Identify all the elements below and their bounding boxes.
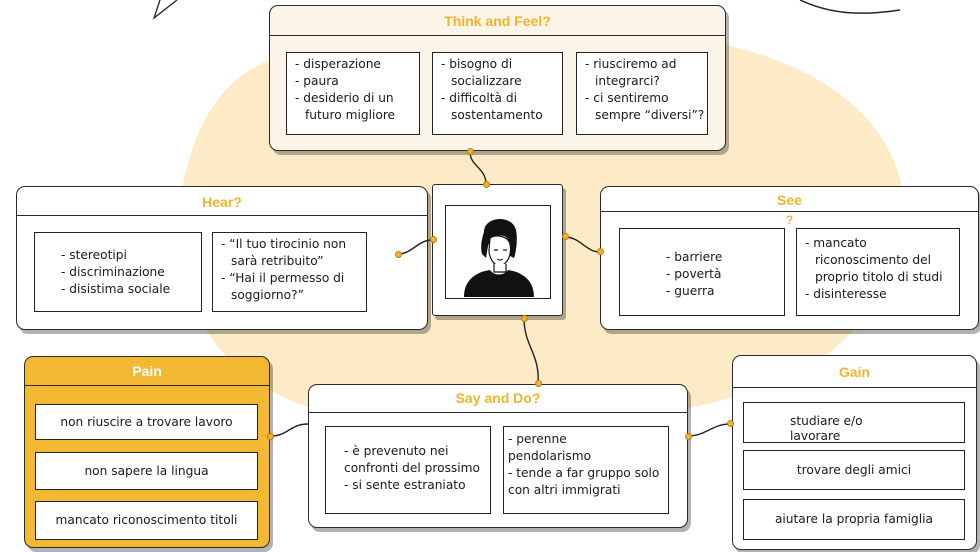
think-line: - disperazione [295, 57, 381, 71]
hear-divider [17, 215, 427, 216]
pain-item-label: mancato riconoscimento titoli [55, 513, 238, 527]
connector-dot [562, 233, 569, 240]
think-box-1: - disperazione - paura - desiderio di un… [286, 52, 420, 135]
gain-item-label: trovare degli amici [796, 463, 912, 477]
pain-item-label: non sapere la lingua [84, 464, 209, 478]
persona-avatar-icon [464, 218, 534, 297]
think-box-3: - riusciremo ad integrarci? - ci sentire… [576, 52, 708, 135]
see-line: proprio titolo di studi [815, 270, 943, 284]
say-box-2: - perenne pendolarismo - tende a far gru… [503, 426, 669, 514]
connector-dot [267, 433, 274, 440]
say-line: - si sente estraniato [344, 478, 466, 492]
say-box-1: - è prevenuto nei confronti del prossimo… [325, 426, 491, 514]
think-line: - desiderio di un [295, 91, 394, 105]
connector-dot [467, 148, 474, 155]
say-line: - perenne [508, 432, 567, 446]
gain-item: studiare e/o lavorare [743, 402, 965, 443]
connector-dot [597, 248, 604, 255]
hear-line: - discriminazione [61, 265, 165, 279]
see-title: See [777, 192, 802, 208]
see-box-2: - mancato riconoscimento del proprio tit… [796, 228, 960, 316]
pain-item: non riuscire a trovare lavoro [35, 404, 258, 440]
gain-item: aiutare la propria famiglia [743, 499, 965, 540]
see-line: riconoscimento del [815, 253, 931, 267]
think-line: integrarci? [595, 74, 660, 88]
connector-dot [395, 251, 402, 258]
see-line: - guerra [666, 284, 715, 298]
hear-box-1: - stereotipi - discriminazione - disisti… [34, 232, 202, 312]
think-line: - riusciremo ad [585, 57, 677, 71]
say-line: pendolarismo [508, 449, 592, 463]
think-line: sempre “diversi”? [595, 108, 705, 122]
pain-divider [25, 385, 269, 386]
say-do-divider [309, 412, 687, 413]
gain-item: trovare degli amici [743, 450, 965, 490]
persona-frame [445, 205, 551, 299]
pain-title: Pain [132, 363, 162, 379]
see-title-mark: ? [785, 213, 794, 227]
hear-line: - “Il tuo tirocinio non [221, 237, 347, 251]
hear-line: soggiorno?” [231, 288, 304, 302]
gain-item-label: lavorare [790, 429, 841, 443]
think-line: - paura [295, 74, 339, 88]
gain-item-label: studiare e/o [790, 414, 863, 428]
gain-item-label: aiutare la propria famiglia [774, 512, 934, 526]
see-line: - disinteresse [805, 287, 887, 301]
connector-dot [521, 315, 528, 322]
hear-line: sarà retribuito” [231, 254, 324, 268]
see-box-1: - barriere - povertà - guerra [619, 228, 785, 316]
think-box-2: - bisogno di socializzare - difficoltà d… [432, 52, 563, 135]
think-line: - bisogno di [441, 57, 513, 71]
connector-dot [535, 380, 542, 387]
hear-box-2: - “Il tuo tirocinio non sarà retribuito”… [212, 232, 367, 312]
connector-dot [483, 181, 490, 188]
say-line: - è prevenuto nei [344, 444, 449, 458]
connector-dot [685, 433, 692, 440]
hear-line: - stereotipi [61, 248, 127, 262]
connector-dot [430, 236, 437, 243]
see-divider [601, 211, 978, 212]
pain-item: mancato riconoscimento titoli [35, 501, 258, 540]
gain-title: Gain [838, 364, 871, 380]
say-line: confronti del prossimo [344, 461, 480, 475]
think-line: - ci sentiremo [585, 91, 669, 105]
see-line: - barriere [666, 250, 723, 264]
pain-item-label: non riuscire a trovare lavoro [60, 415, 233, 429]
think-feel-title: Think and Feel? [444, 13, 551, 29]
think-line: - difficoltà di [441, 91, 517, 105]
hear-line: - disistima sociale [61, 282, 171, 296]
think-line: socializzare [451, 74, 522, 88]
connector-dot [727, 420, 734, 427]
think-line: sostentamento [451, 108, 543, 122]
think-line: futuro migliore [305, 108, 396, 122]
hear-title: Hear? [202, 194, 242, 210]
think-feel-divider [270, 35, 725, 36]
say-line: - tende a far gruppo solo [508, 466, 660, 480]
say-line: con altri immigrati [508, 483, 621, 497]
pain-item: non sapere la lingua [35, 452, 258, 490]
hear-line: - “Hai il permesso di [221, 271, 345, 285]
see-line: - povertà [666, 267, 722, 281]
see-line: - mancato [805, 236, 867, 250]
gain-divider [733, 387, 976, 388]
say-do-title: Say and Do? [455, 390, 541, 406]
